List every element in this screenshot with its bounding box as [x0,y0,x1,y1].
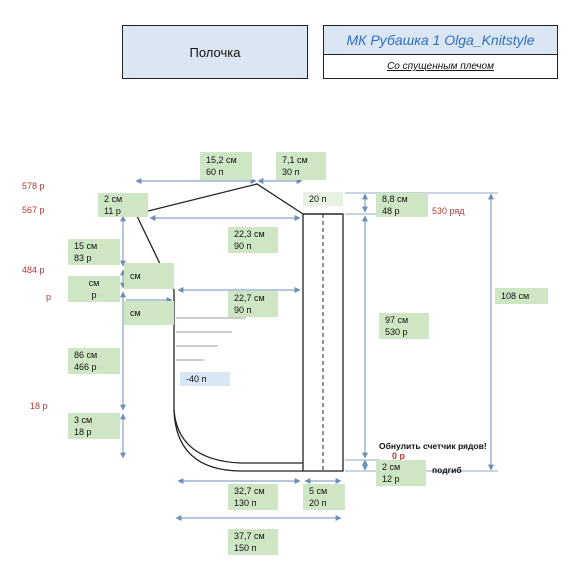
brand-title: МК Рубашка 1 Olga_Knitstyle [346,32,535,48]
label-height-top: 8,8 см 48 р [376,193,428,217]
label-left-bottom: 3 см 18 р [68,413,120,439]
hem-note: подгиб [432,465,462,475]
label-left-mid2: см р [68,276,120,302]
decrease-steps [176,317,246,361]
label-total-width: 37,7 см 150 п [228,529,278,555]
brand-box: МК Рубашка 1 Olga_Knitstyle [323,25,558,55]
title-box: Полочка [122,25,308,79]
label-shoulder-top: 15,2 см 60 п [200,152,252,180]
row-marker-blank: р [46,292,52,302]
front-hem-curve [173,409,303,472]
reset-counter-note: Обнулить счетчик рядов! [379,441,487,451]
label-left-long: 86 см 466 р [68,348,120,374]
label-width-upper: 22,3 см 90 п [228,227,278,253]
label-decrease: -40 п [180,372,230,386]
label-armhole-2: см [124,301,174,325]
dimension-arrows [120,178,494,521]
label-row-530: 530 ряд [432,206,465,216]
label-width-bottom: 32,7 см 130 п [228,484,278,510]
label-left-shoulder: 2 см 11 р [98,193,148,217]
row-marker-578: 578 р [22,181,45,191]
label-band-width: 5 см 20 п [303,484,345,510]
label-band-height: 97 см 530 р [379,313,429,339]
reset-zero-rows: 0 р [392,451,406,461]
front-piece-outline [135,183,304,215]
brand-subtitle: Со спущенным плечом [387,61,494,72]
brand-subtitle-box: Со спущенным плечом [323,55,558,79]
label-neck-band: 20 п [303,192,343,206]
label-armhole-1: см [124,263,174,289]
row-marker-567: 567 р [22,205,45,215]
front-armhole-line [135,213,303,464]
label-neck-top: 7,1 см 30 п [276,152,326,180]
label-total-height: 108 см [495,288,548,304]
row-marker-484: 484 р [22,265,45,275]
page-title: Полочка [189,44,241,60]
label-left-mid1: 15 см 83 р [68,239,120,265]
label-hem: 2 см 12 р [376,460,426,486]
row-marker-18: 18 р [30,401,48,411]
label-width-mid: 22,7 см 90 п [228,291,278,317]
